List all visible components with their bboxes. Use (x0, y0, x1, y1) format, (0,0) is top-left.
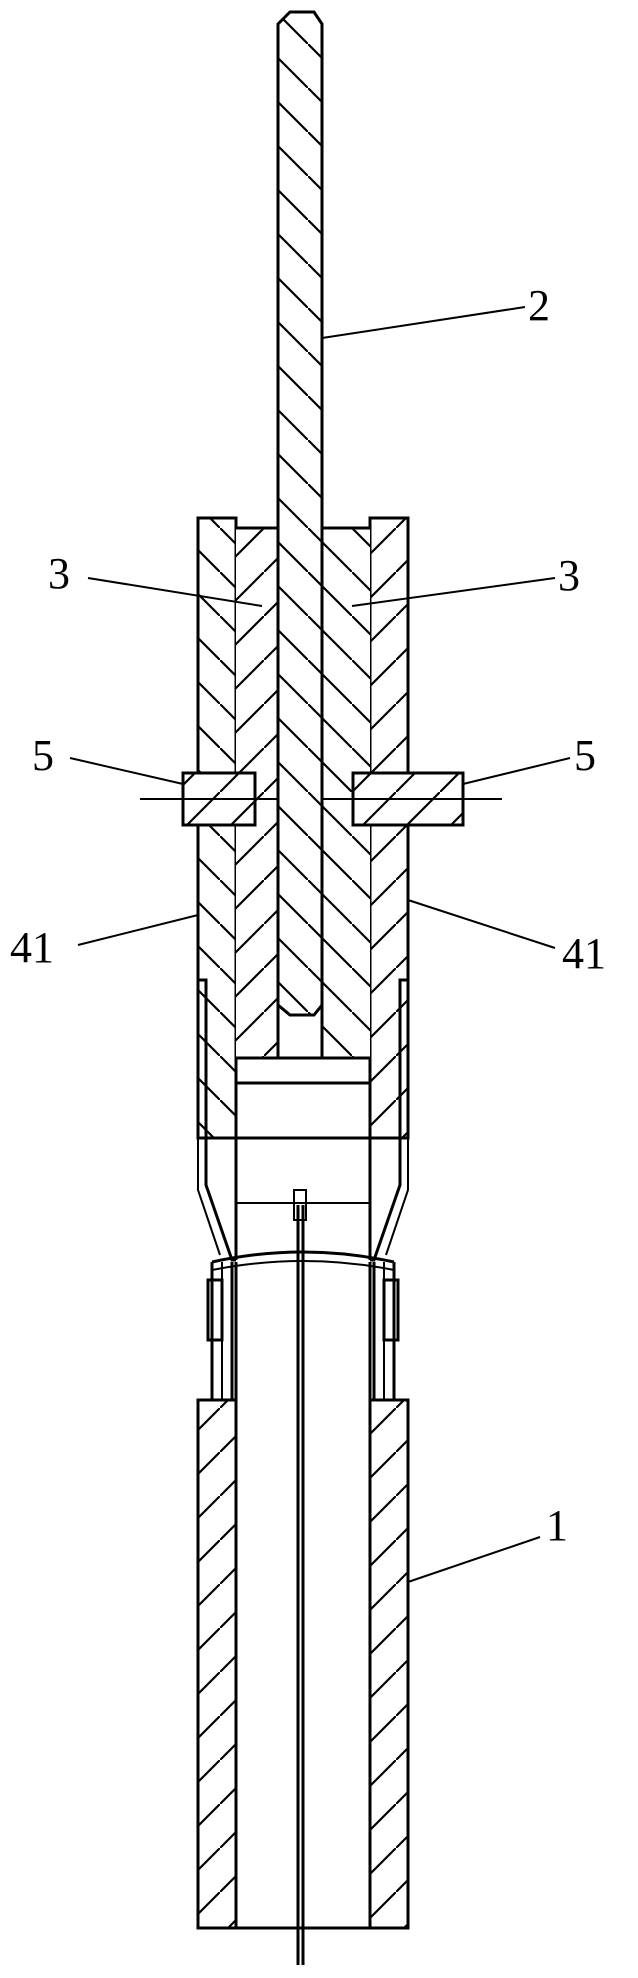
label-pin-left: 5 (32, 731, 54, 780)
label-inner-sleeve-right: 3 (558, 551, 580, 600)
label-tube: 1 (546, 1501, 568, 1550)
outer-sleeve-left (198, 518, 236, 1138)
label-pin-right: 5 (574, 731, 596, 780)
center-wire (294, 1190, 306, 1965)
label-inner-sleeve-left: 3 (48, 549, 70, 598)
label-outer-sleeve-left: 41 (10, 923, 54, 972)
label-outer-sleeve-right: 41 (562, 929, 606, 978)
rod (270, 0, 330, 1020)
outer-sleeve-right (370, 518, 408, 1138)
label-rod: 2 (528, 281, 550, 330)
